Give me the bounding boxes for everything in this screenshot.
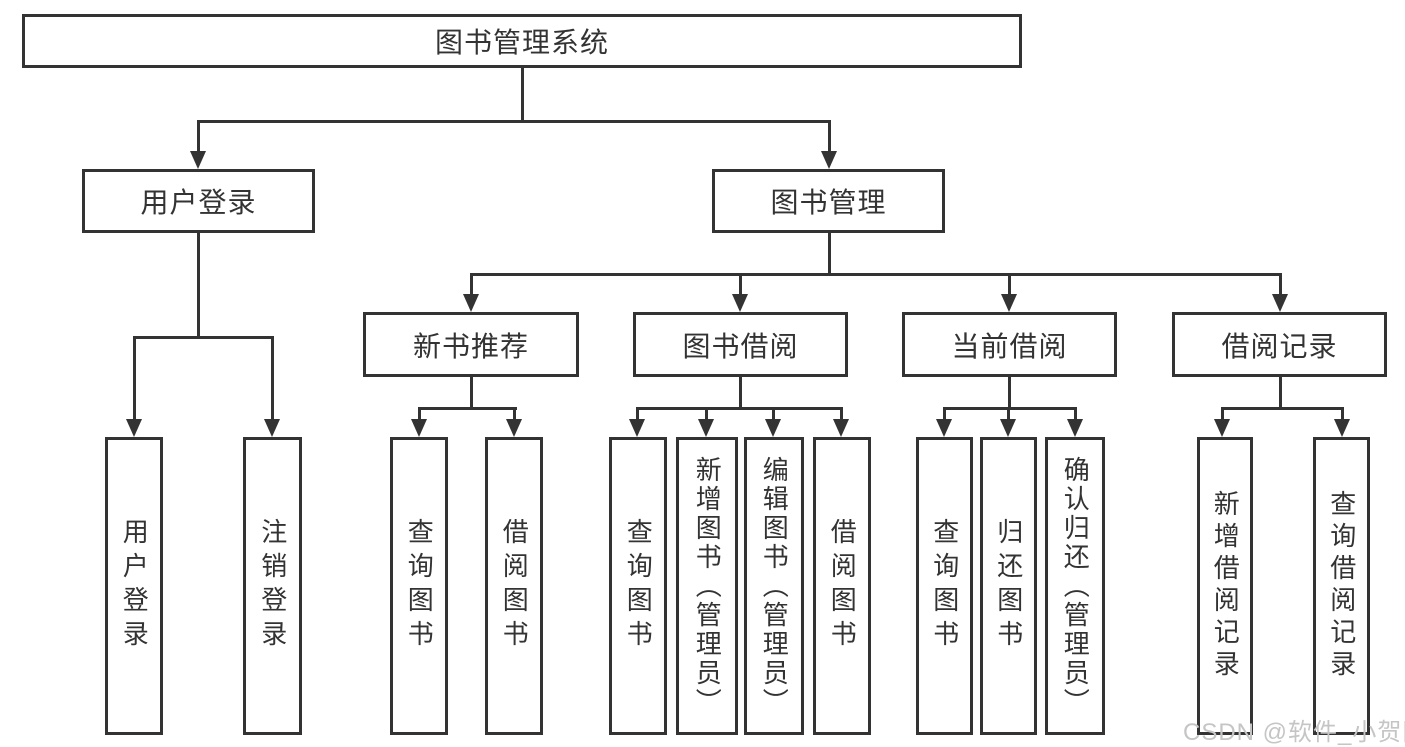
connector-line — [470, 273, 1282, 276]
connector-line — [1341, 407, 1344, 420]
arrow-down-icon — [833, 419, 849, 437]
connector-line — [636, 407, 843, 410]
connector-line — [197, 120, 200, 152]
leaf-label: 归还图书 — [993, 518, 1024, 654]
node-label: 用户登录 — [140, 187, 257, 218]
leaf-label: 借阅图书 — [499, 518, 530, 654]
leaf-label: 查询图书 — [623, 518, 654, 654]
leaf-label: 新增借阅记录 — [1210, 490, 1241, 682]
node-borrow-records: 借阅记录 — [1172, 312, 1387, 377]
leaf-label: 编辑图书（管理员） — [759, 455, 790, 717]
leaf-label: 注销登录 — [257, 518, 288, 654]
leaf-label: 用户登录 — [119, 518, 150, 654]
connector-line — [418, 407, 517, 410]
connector-line — [1221, 407, 1344, 410]
arrow-down-icon — [732, 294, 748, 312]
arrow-down-icon — [629, 419, 645, 437]
connector-line — [943, 407, 1077, 410]
connector-line — [1279, 377, 1282, 407]
arrow-down-icon — [936, 419, 952, 437]
node-current-borrow: 当前借阅 — [902, 312, 1117, 377]
arrow-down-icon — [1214, 419, 1230, 437]
leaf-query-books-borrow: 查询图书 — [609, 437, 667, 735]
leaf-label: 查询借阅记录 — [1326, 490, 1357, 682]
connector-line — [271, 336, 274, 420]
connector-line — [943, 407, 946, 420]
arrow-down-icon — [1272, 294, 1288, 312]
connector-line — [197, 233, 200, 336]
connector-line — [739, 377, 742, 407]
node-label: 图书管理系统 — [434, 27, 609, 58]
connector-line — [1279, 273, 1282, 295]
arrow-down-icon — [190, 151, 206, 169]
leaf-label: 确认归还（管理员） — [1060, 455, 1091, 717]
leaf-label: 查询图书 — [404, 518, 435, 654]
connector-line — [133, 336, 274, 339]
leaf-return-books: 归还图书 — [980, 437, 1037, 735]
connector-line — [739, 273, 742, 295]
connector-line — [513, 407, 516, 420]
arrow-down-icon — [126, 419, 142, 437]
connector-line — [133, 336, 136, 420]
connector-line — [828, 233, 831, 273]
connector-line — [705, 407, 708, 420]
leaf-logout: 注销登录 — [243, 437, 302, 735]
leaf-query-books-recommend: 查询图书 — [390, 437, 448, 735]
node-label: 图书借阅 — [682, 330, 799, 362]
leaf-label: 查询图书 — [929, 518, 960, 654]
arrow-down-icon — [821, 151, 837, 169]
node-label: 图书管理 — [770, 187, 887, 218]
leaf-label: 新增图书（管理员） — [692, 455, 723, 717]
connector-line — [418, 407, 421, 420]
leaf-user-login: 用户登录 — [105, 437, 163, 735]
arrow-down-icon — [411, 419, 427, 437]
arrow-down-icon — [1334, 419, 1350, 437]
node-label: 当前借阅 — [951, 330, 1068, 362]
connector-line — [840, 407, 843, 420]
connector-line — [470, 273, 473, 295]
connector-line — [470, 377, 473, 407]
watermark: CSDN @软件_小贺同学 — [1183, 719, 1405, 746]
node-book-management-system: 图书管理系统 — [22, 14, 1022, 68]
leaf-edit-books-admin: 编辑图书（管理员） — [744, 437, 804, 735]
node-book-management: 图书管理 — [712, 169, 945, 233]
connector-line — [772, 407, 775, 420]
arrow-down-icon — [506, 419, 522, 437]
connector-line — [1007, 407, 1010, 420]
connector-line — [1008, 377, 1011, 407]
leaf-query-books-current: 查询图书 — [916, 437, 973, 735]
node-label: 新书推荐 — [412, 330, 529, 362]
arrow-down-icon — [1000, 419, 1016, 437]
arrow-down-icon — [765, 419, 781, 437]
leaf-add-borrow-record: 新增借阅记录 — [1197, 437, 1253, 735]
node-user-login: 用户登录 — [82, 169, 315, 233]
node-label: 借阅记录 — [1221, 330, 1338, 362]
connector-line — [1008, 273, 1011, 295]
node-new-book-recommend: 新书推荐 — [363, 312, 579, 377]
arrow-down-icon — [1001, 294, 1017, 312]
leaf-confirm-return-admin: 确认归还（管理员） — [1045, 437, 1105, 735]
leaf-query-borrow-record: 查询借阅记录 — [1313, 437, 1370, 735]
leaf-borrow-books-recommend: 借阅图书 — [485, 437, 543, 735]
arrow-down-icon — [698, 419, 714, 437]
connector-line — [828, 120, 831, 152]
connector-line — [521, 68, 524, 120]
connector-line — [636, 407, 639, 420]
connector-line — [1221, 407, 1224, 420]
leaf-borrow-books-borrow: 借阅图书 — [813, 437, 871, 735]
connector-line — [197, 120, 831, 123]
connector-line — [1074, 407, 1077, 420]
arrow-down-icon — [463, 294, 479, 312]
arrow-down-icon — [264, 419, 280, 437]
leaf-label: 借阅图书 — [827, 518, 858, 654]
arrow-down-icon — [1067, 419, 1083, 437]
leaf-add-books-admin: 新增图书（管理员） — [676, 437, 738, 735]
node-book-borrow: 图书借阅 — [633, 312, 848, 377]
